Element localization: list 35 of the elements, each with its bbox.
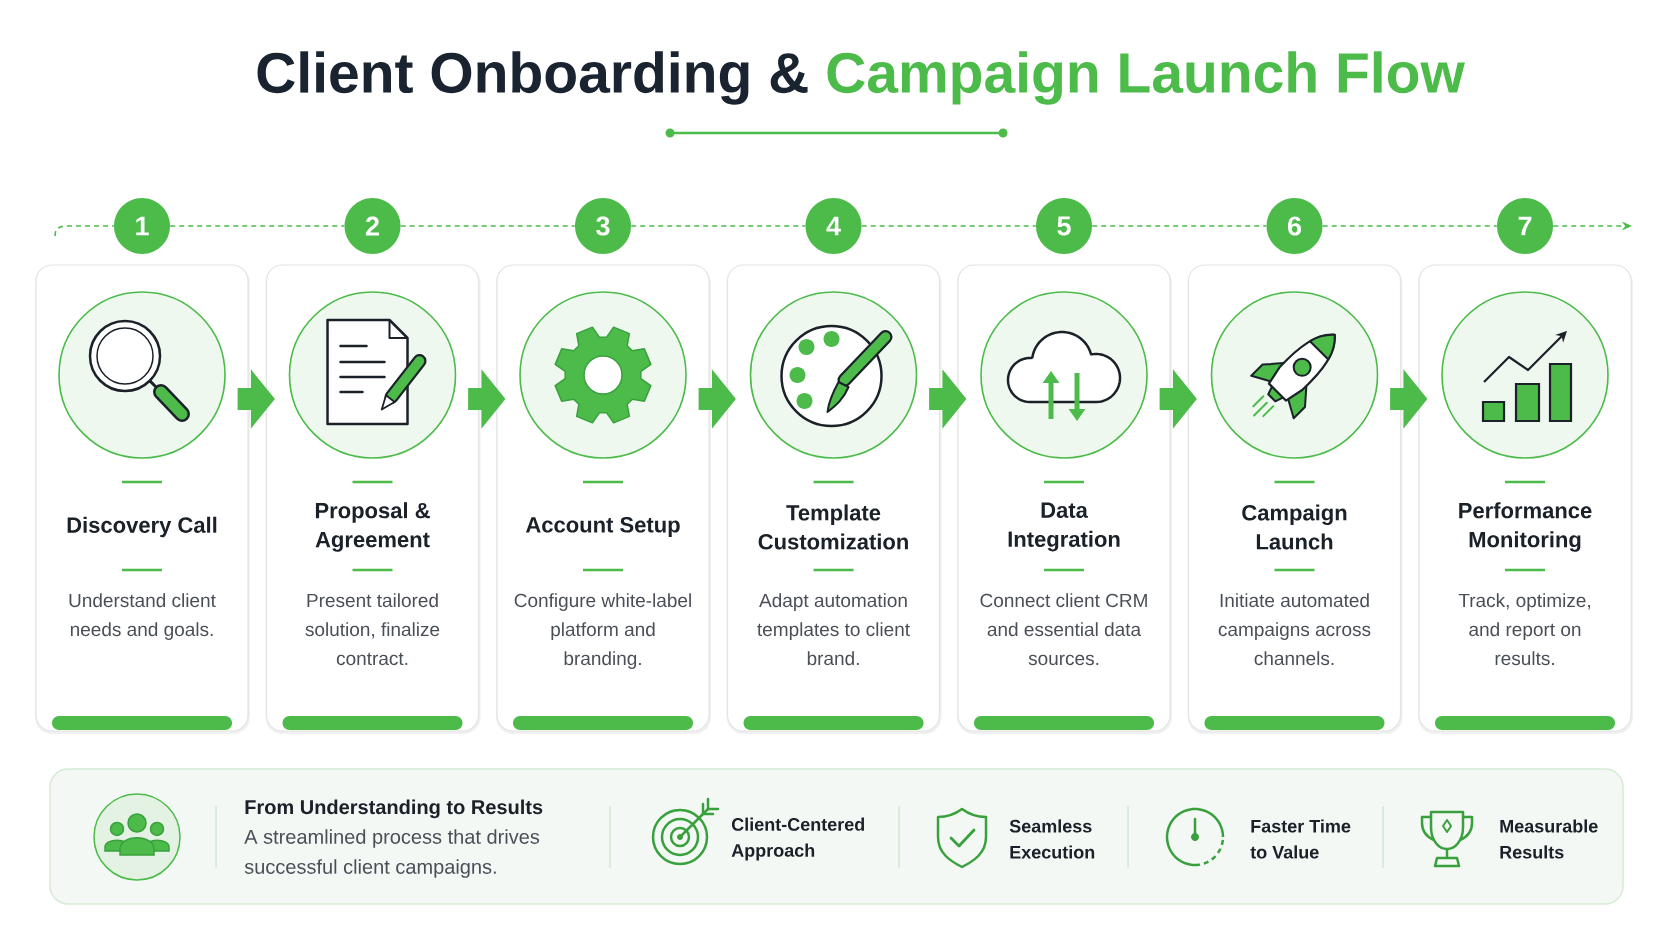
panel-heading: From Understanding to Results (245, 799, 543, 819)
feature-label: Client-Centered Approach (731, 817, 865, 861)
step-title: Template Customization (758, 504, 908, 550)
panel-text: A streamlined process that drives successful client campaigns. (244, 829, 540, 878)
step-description: Adapt automation templates to client brand. (757, 593, 910, 666)
step-title: Discovery Call (67, 516, 217, 538)
step-number: 3 (575, 198, 631, 254)
dashed-line (630, 225, 807, 227)
step-title: Campaign Launch (1242, 504, 1347, 550)
feature-label: Faster Time to Value (1250, 819, 1351, 859)
step-description: Configure white-label platform and branding. (514, 593, 691, 669)
step-description: Initiate automated campaigns across channels. (1218, 593, 1371, 666)
dashed-line (54, 225, 115, 237)
dashed-line (1321, 225, 1498, 227)
step-description: Track, optimize, and report on results. (1458, 593, 1590, 666)
step-title: Performance Monitoring (1459, 502, 1592, 552)
feature-label: Measurable Results (1500, 819, 1598, 859)
step-title: Data Integration (1008, 502, 1120, 552)
step-number: 7 (1497, 198, 1553, 254)
step-description: Present tailored solution, finalize contract. (305, 593, 440, 666)
title: Client Onboarding & Campaign Launch Flow (257, 51, 1465, 105)
step-title: Account Setup (525, 517, 680, 537)
step-description: Connect client CRM and essential data sources. (980, 593, 1147, 666)
step-description: Understand client needs and goals. (69, 593, 216, 640)
dashed-line (169, 225, 346, 227)
feature-label: Seamless Execution (1009, 819, 1095, 859)
dashed-line (399, 225, 576, 227)
dashed-line (1091, 225, 1268, 227)
step-number: 1 (114, 198, 170, 254)
step-number: 5 (1036, 198, 1092, 254)
step-number: 4 (805, 198, 862, 254)
step-number: 6 (1266, 198, 1323, 254)
dashed-line (860, 225, 1037, 227)
step-number: 2 (344, 198, 401, 254)
step-title: Proposal & Agreement (315, 502, 430, 552)
